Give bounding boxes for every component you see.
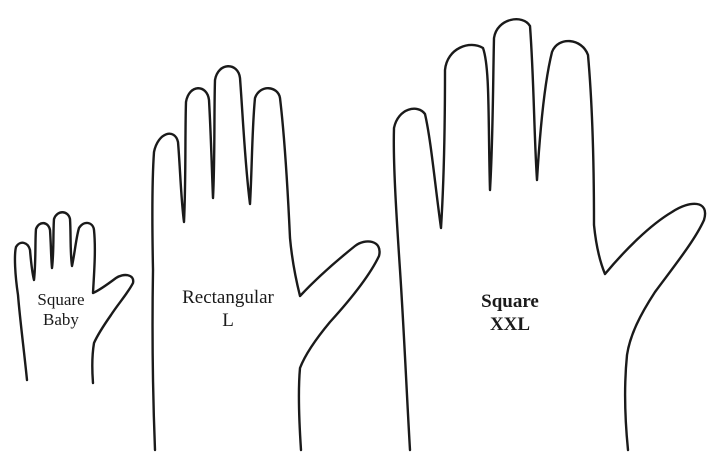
hand-outline-rectangular	[152, 66, 379, 450]
hand-shape-label: Square	[18, 290, 104, 310]
hand-label-baby: Square Baby	[18, 290, 104, 331]
hand-shape-label: Square	[455, 291, 565, 314]
hand-outline-xxl	[394, 19, 705, 450]
hand-size-label: Baby	[18, 310, 104, 330]
hand-size-label: L	[158, 310, 298, 333]
hand-size-label: XXL	[455, 314, 565, 337]
hand-shape-label: Rectangular	[158, 287, 298, 310]
hand-label-xxl: Square XXL	[455, 291, 565, 337]
hand-label-rectangular: Rectangular L	[158, 287, 298, 333]
